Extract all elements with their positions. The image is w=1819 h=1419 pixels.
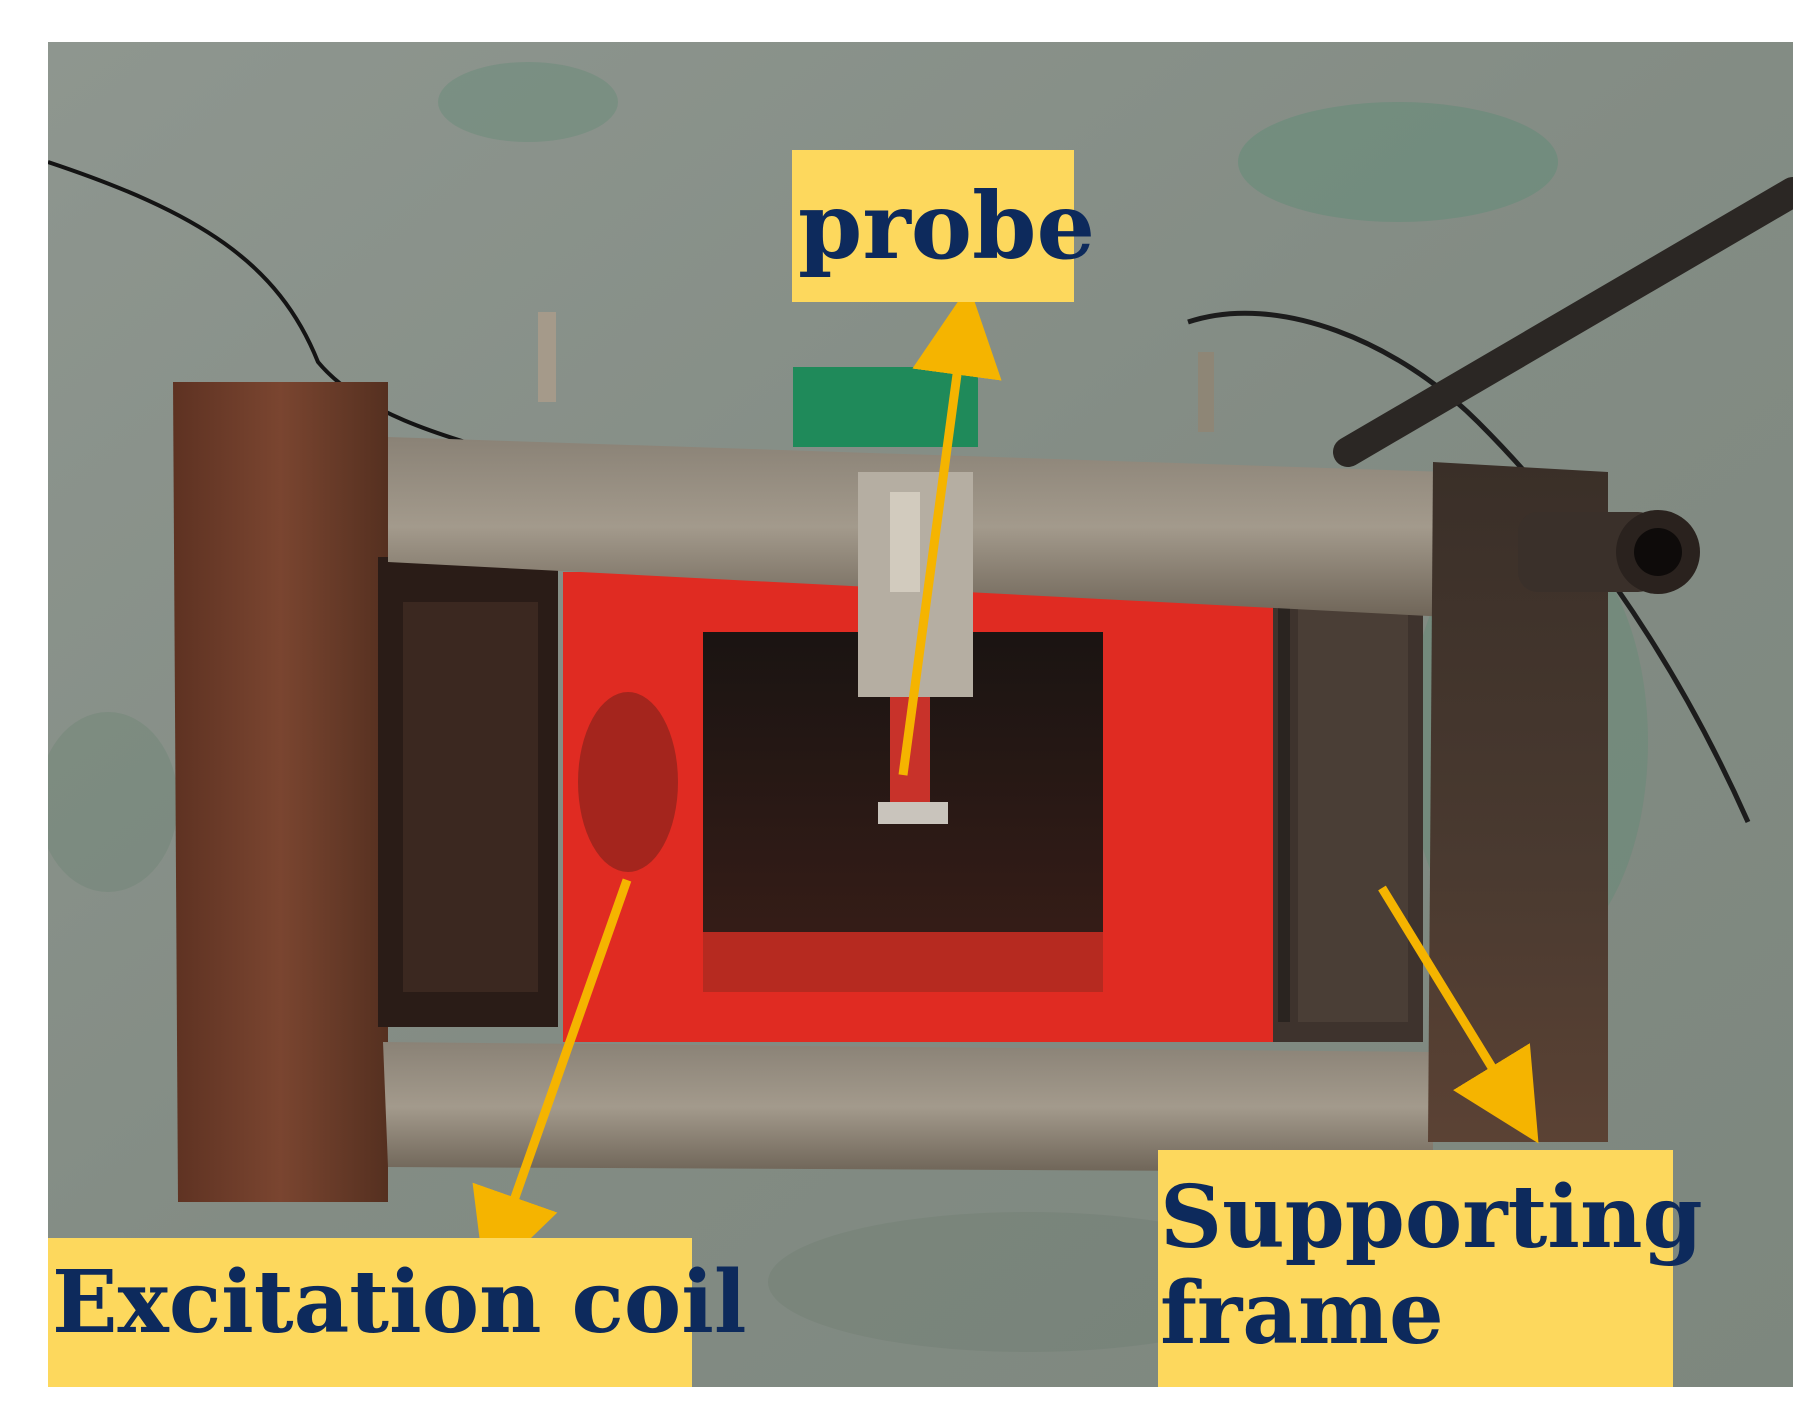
excitation-coil-arrow: [472, 878, 632, 1283]
left-frame-plate: [173, 382, 388, 1202]
bolt: [1198, 352, 1214, 432]
probe-arrow: [898, 285, 1002, 776]
probe-label: probe: [792, 150, 1095, 302]
probe-tip: [878, 802, 948, 824]
probe-holder-clamp: [890, 492, 920, 592]
handle-rod: [1333, 177, 1793, 467]
excitation-coil-label: Excitation coil: [48, 1238, 747, 1387]
floor-stain: [48, 712, 178, 892]
coil-cavity-floor: [703, 932, 1103, 992]
coil-smudge: [578, 692, 678, 872]
supporting-frame-label-line1: Supporting: [1160, 1167, 1703, 1268]
supporting-frame-label: Supporting frame: [1158, 1150, 1703, 1387]
second-cable: [1187, 310, 1751, 824]
right-rod: [1278, 582, 1290, 1022]
tube-hole: [1634, 528, 1682, 576]
bottom-crossbar: [383, 1042, 1433, 1172]
supporting-frame-arrow: [1378, 885, 1539, 1144]
bolt: [538, 312, 556, 402]
right-frame-plate: [1428, 462, 1608, 1142]
left-slot-inner: [403, 602, 538, 992]
floor-stain: [1238, 102, 1558, 222]
floor-stain: [438, 62, 618, 142]
supporting-frame-label-line2: frame: [1160, 1263, 1444, 1365]
right-slot-inner: [1298, 602, 1408, 1022]
